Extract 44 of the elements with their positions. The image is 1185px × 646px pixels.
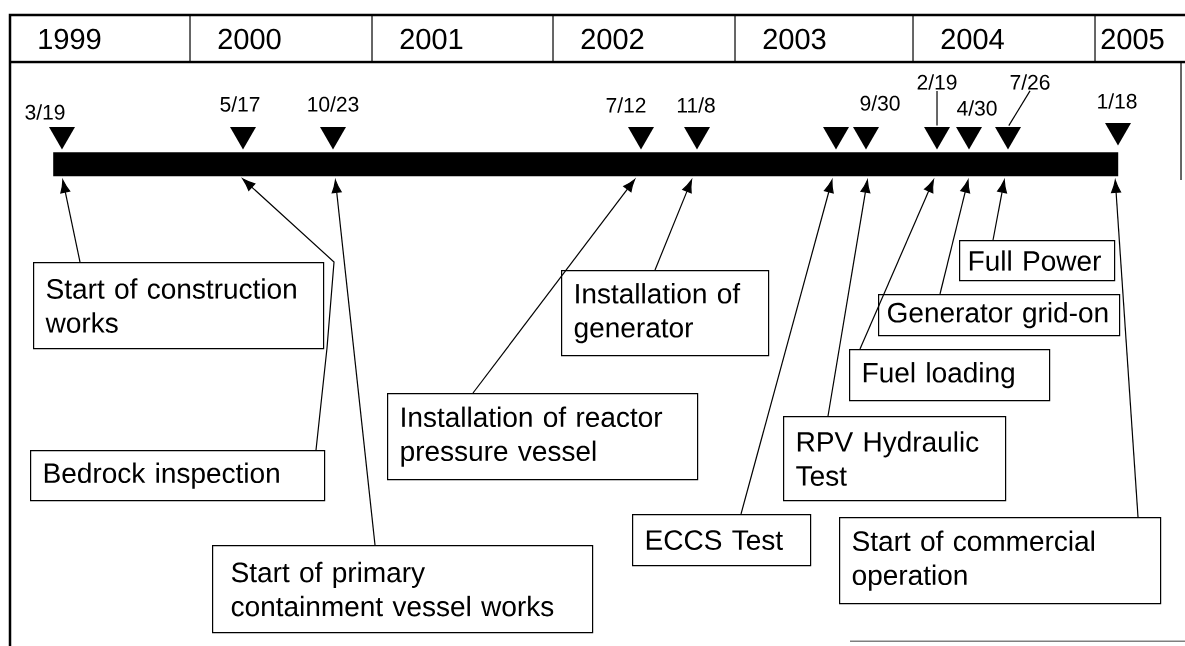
date-label: 7/12 — [606, 97, 646, 113]
date-label: 7/26 — [1010, 74, 1050, 90]
arrow — [654, 179, 693, 271]
event-box: Generator grid-on — [878, 294, 1121, 337]
triangle-marker — [823, 127, 849, 150]
date-label: 3/19 — [25, 104, 65, 120]
event-box: Start of commercial operation — [839, 517, 1162, 605]
date-label: 10/23 — [308, 96, 359, 112]
year-label: 2002 — [581, 28, 644, 50]
year-label: 2000 — [218, 28, 281, 50]
arrow — [939, 179, 971, 295]
year-label: 2003 — [763, 28, 826, 50]
event-box: Start of primary containment vessel works — [212, 545, 594, 634]
event-box: Installation of reactor pressure vessel — [387, 393, 699, 481]
date-label: 11/8 — [677, 97, 715, 113]
event-box: Fuel loading — [849, 349, 1051, 402]
year-label: 2001 — [400, 28, 463, 50]
event-box: Start of construction works — [33, 262, 325, 350]
event-box: Full Power — [959, 240, 1116, 282]
leader-line — [936, 90, 938, 126]
date-label: 2/19 — [917, 74, 957, 90]
date-label: 4/30 — [957, 100, 997, 116]
arrow — [992, 179, 1008, 241]
date-label: 5/17 — [220, 96, 260, 112]
event-box: Bedrock inspection — [30, 450, 326, 502]
date-label: 1/18 — [1098, 93, 1137, 109]
year-label: 2004 — [941, 28, 1004, 50]
event-box: ECCS Test — [632, 514, 812, 567]
arrow — [242, 178, 335, 451]
event-box: Installation of generator — [561, 270, 770, 357]
arrow — [740, 179, 834, 515]
arrow — [827, 179, 871, 417]
arrow — [331, 179, 376, 546]
triangle-marker — [924, 127, 950, 150]
arrow — [859, 179, 934, 350]
arrow — [60, 179, 81, 263]
arrow — [1111, 179, 1139, 518]
year-label: 1999 — [39, 28, 101, 50]
triangle-marker — [995, 127, 1021, 150]
arrow — [472, 179, 636, 394]
year-label: 2005 — [1101, 28, 1164, 50]
date-label: 9/30 — [860, 95, 900, 111]
leader-line — [1008, 90, 1031, 127]
event-box: RPV Hydraulic Test — [783, 416, 1007, 502]
